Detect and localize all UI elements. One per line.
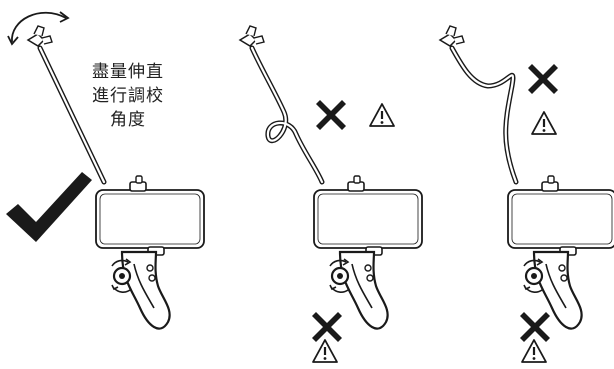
instruction-line-1: 盡量伸直 [92,62,164,82]
nozzle-head [239,25,265,47]
rotate-arrow-icon [7,11,70,46]
instruction-line-3: 角度 [110,110,146,130]
check-mark [6,172,92,242]
warning-icon [311,338,339,364]
warning-icon [368,102,396,128]
instruction-line-2: 進行調校 [92,86,164,106]
warning-icon [520,338,548,364]
x-mark [520,312,550,342]
warning-icon [530,110,558,136]
x-mark [316,100,346,130]
panel-s-bent [439,25,614,364]
panel-straight [6,11,206,330]
gimbal-device [312,174,424,330]
instruction-caption: 盡量伸直 進行調校 角度 [82,60,174,132]
panel-looped [239,25,424,364]
x-mark [312,312,342,342]
gimbal-device [506,174,614,330]
nozzle-head [439,25,465,47]
x-mark [528,64,558,94]
